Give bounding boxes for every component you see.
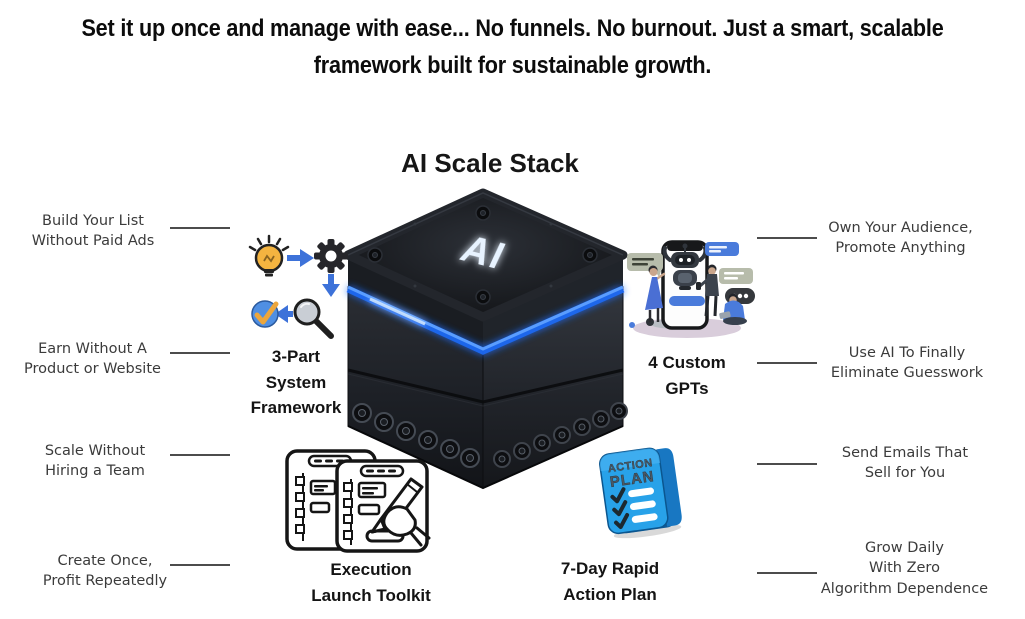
arrow-right-icon bbox=[287, 249, 314, 267]
callout-earn-without-product: Earn Without A Product or Website bbox=[24, 341, 161, 378]
sitting-person-figure bbox=[719, 293, 747, 325]
speech-bubble-right bbox=[719, 268, 753, 284]
speech-bubble-left bbox=[627, 253, 663, 277]
callout-scale-without-team: Scale Without Hiring a Team bbox=[44, 443, 146, 480]
port-icons-right bbox=[493, 402, 628, 468]
checklist-boards-icon bbox=[285, 449, 431, 553]
arrow-left-icon bbox=[275, 305, 293, 323]
connector-line bbox=[757, 463, 817, 465]
ai-cube-icon: AI bbox=[343, 188, 628, 490]
screw-icons bbox=[367, 205, 598, 305]
headline: Set it up once and manage with ease... N… bbox=[81, 15, 944, 79]
book-checklist bbox=[610, 487, 658, 530]
action-plan-book-icon: ACTION PLAN bbox=[599, 447, 682, 539]
standing-man-figure bbox=[696, 264, 719, 317]
hand-with-pencil-icon bbox=[370, 477, 431, 547]
port-icons-left bbox=[352, 403, 480, 468]
book-title-line2: PLAN bbox=[609, 468, 656, 491]
component-label-execution-toolkit: Execution Launch Toolkit bbox=[311, 560, 431, 605]
connector-line bbox=[757, 572, 817, 574]
blue-dot bbox=[629, 322, 635, 328]
arrow-down-icon bbox=[322, 274, 340, 297]
diagram-title: AI Scale Stack bbox=[401, 148, 579, 178]
callout-send-emails: Send Emails That Sell for You bbox=[841, 445, 969, 482]
checkmark-circle-icon bbox=[251, 300, 279, 328]
connector-line bbox=[170, 227, 230, 229]
robot-icon bbox=[662, 243, 708, 290]
callout-build-your-list: Build Your List Without Paid Ads bbox=[31, 213, 155, 250]
chatbot-phone-icon bbox=[627, 240, 755, 338]
ai-cube-illustration: AI bbox=[340, 183, 640, 503]
lightbulb-icon bbox=[248, 234, 290, 277]
speech-bubble-blue bbox=[705, 242, 739, 256]
gear-icon bbox=[314, 239, 348, 273]
ai-logo-text: AI bbox=[457, 227, 509, 278]
callout-grow-daily: Grow Daily With Zero Algorithm Dependenc… bbox=[820, 540, 989, 597]
callout-own-your-audience: Own Your Audience, Promote Anything bbox=[828, 220, 973, 257]
reply-bubble bbox=[669, 296, 705, 306]
callout-eliminate-guesswork: Use AI To Finally Eliminate Guesswork bbox=[830, 345, 984, 382]
connector-line bbox=[757, 362, 817, 364]
connector-line bbox=[170, 564, 230, 566]
connector-line bbox=[170, 352, 230, 354]
connector-line bbox=[170, 454, 230, 456]
connector-line bbox=[757, 237, 817, 239]
component-label-4-custom-gpts: 4 Custom GPTs bbox=[648, 353, 726, 398]
callout-create-once: Create Once, Profit Repeatedly bbox=[42, 553, 168, 590]
process-flow-icon bbox=[248, 234, 348, 339]
component-label-3-part-system: 3-Part System Framework bbox=[250, 347, 342, 417]
component-label-action-plan: 7-Day Rapid Action Plan bbox=[560, 559, 660, 604]
standing-woman-figure bbox=[645, 265, 666, 322]
magnifier-icon bbox=[293, 298, 334, 339]
